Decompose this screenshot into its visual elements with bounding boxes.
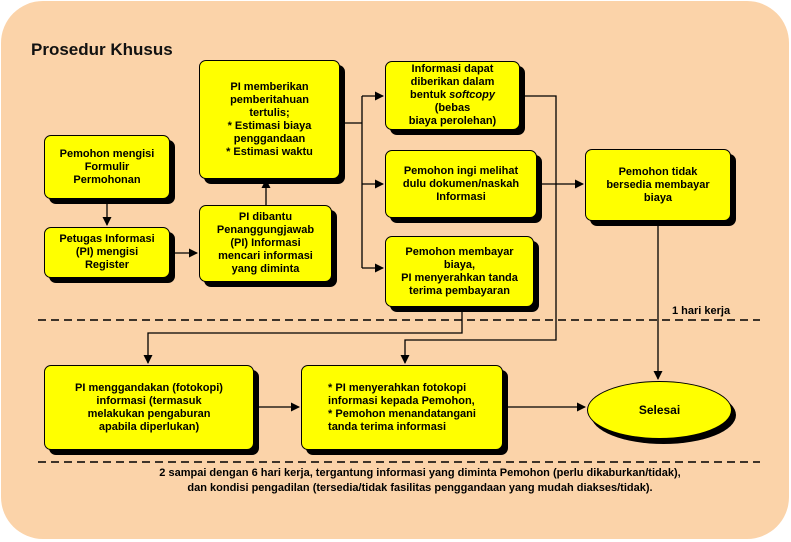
diagram-title: Prosedur Khusus bbox=[31, 40, 173, 59]
box-register: Petugas Informasi (PI) mengisi Register bbox=[44, 227, 170, 278]
box-refuse-pay-text: Pemohon tidak bersedia membayar biaya bbox=[606, 165, 710, 204]
arrow-b5-b10 bbox=[400, 95, 557, 364]
box-register-text: Petugas Informasi (PI) mengisi Register bbox=[59, 233, 155, 271]
box-handover-text: * PI menyerahkan fotokopi informasi kepa… bbox=[328, 381, 476, 433]
box-softcopy: Informasi dapat diberikan dalam bentuk s… bbox=[385, 61, 520, 130]
footer-note: 2 sampai dengan 6 hari kerja, tergantung… bbox=[120, 466, 720, 496]
footer-line-2: dan kondisi pengadilan (tersedia/tidak f… bbox=[187, 482, 653, 494]
box-photocopy-text: PI menggandakan (fotokopi) informasi (te… bbox=[75, 381, 223, 433]
box-handover: * PI menyerahkan fotokopi informasi kepa… bbox=[301, 365, 503, 450]
box-photocopy: PI menggandakan (fotokopi) informasi (te… bbox=[44, 365, 254, 450]
end-terminal: Selesai bbox=[587, 381, 732, 439]
box-fill-form: Pemohon mengisi Formulir Permohonan bbox=[44, 135, 170, 199]
box-softcopy-text-pre: Informasi dapat diberikan dalam bentuk bbox=[410, 63, 495, 101]
box-written-notice: PI memberikan pemberitahuan tertulis; * … bbox=[199, 60, 340, 179]
box-refuse-pay: Pemohon tidak bersedia membayar biaya bbox=[585, 149, 731, 221]
box-pay-fee-text: Pemohon membayar biaya, PI menyerahkan t… bbox=[401, 245, 518, 297]
label-one-day: 1 hari kerja bbox=[672, 305, 731, 317]
footer-line-1: 2 sampai dengan 6 hari kerja, tergantung… bbox=[159, 467, 681, 479]
box-search-info-text: PI dibantu Penanggungjawab (PI) Informas… bbox=[216, 211, 315, 275]
end-terminal-text: Selesai bbox=[638, 403, 681, 417]
box-view-document: Pemohon ingi melihat dulu dokumen/naskah… bbox=[385, 150, 537, 218]
box-search-info: PI dibantu Penanggungjawab (PI) Informas… bbox=[199, 205, 332, 282]
box-fill-form-text: Pemohon mengisi Formulir Permohonan bbox=[59, 147, 155, 186]
box-softcopy-text-post: (bebas biaya perolehan) bbox=[408, 102, 497, 127]
arrow-b7-b9 bbox=[143, 307, 463, 364]
box-pay-fee: Pemohon membayar biaya, PI menyerahkan t… bbox=[385, 236, 534, 307]
box-view-document-text: Pemohon ingi melihat dulu dokumen/naskah… bbox=[402, 164, 520, 203]
box-softcopy-text: Informasi dapat diberikan dalam bentuk s… bbox=[392, 63, 513, 128]
box-softcopy-emphasis: softcopy bbox=[449, 89, 495, 101]
box-written-notice-text: PI memberikan pemberitahuan tertulis; * … bbox=[226, 80, 313, 158]
